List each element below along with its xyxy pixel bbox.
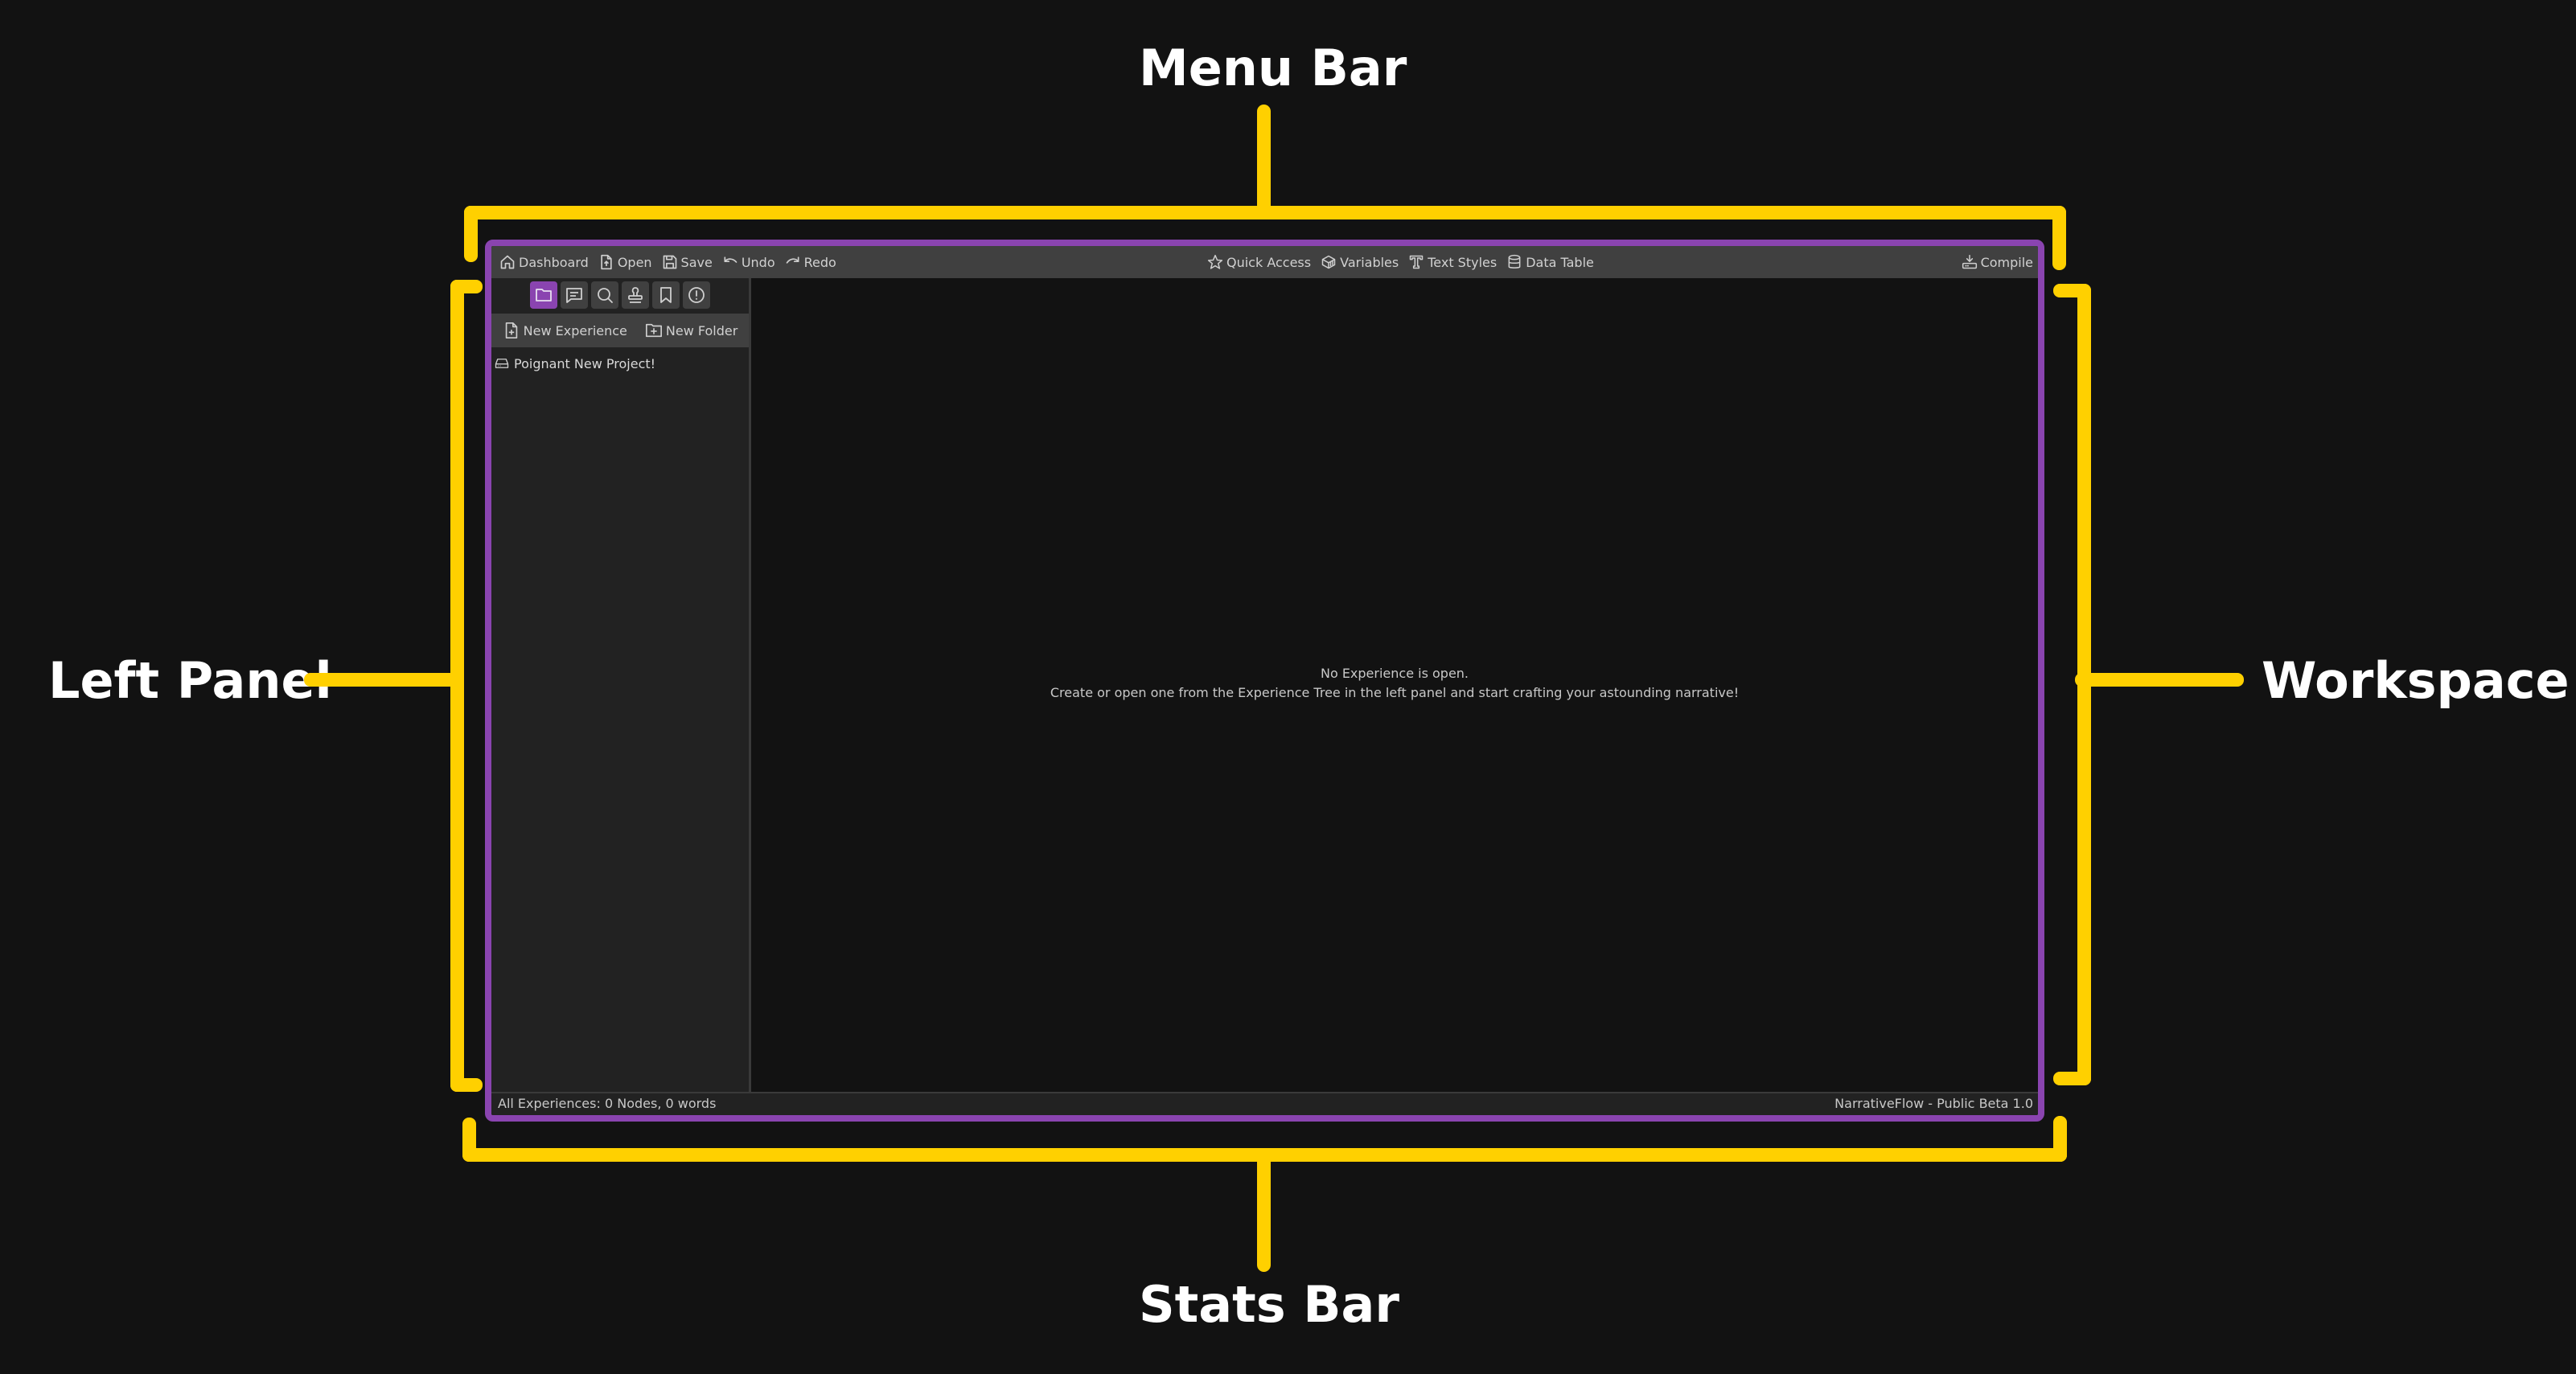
text-style-icon — [1408, 254, 1424, 270]
app-version: NarrativeFlow - Public Beta 1.0 — [1834, 1096, 2033, 1111]
annotation-left-panel-bracket-top — [450, 280, 483, 293]
download-icon — [1962, 254, 1978, 270]
tree-item-label: Poignant New Project! — [514, 355, 656, 371]
stats-bar: All Experiences: 0 Nodes, 0 words Narrat… — [491, 1092, 2038, 1115]
annotation-left-panel-stem — [304, 673, 457, 687]
annotation-stats-bar-label: Stats Bar — [1139, 1275, 1399, 1334]
redo-icon — [785, 254, 801, 270]
file-upload-icon — [598, 254, 614, 270]
menu-bar-center-group: Quick Access Variables Text Styles Data … — [1207, 246, 1604, 278]
data-table-button[interactable]: Data Table — [1506, 254, 1594, 270]
annotation-workspace-bracket-vertical — [2077, 284, 2091, 1085]
open-label: Open — [617, 254, 652, 270]
empty-state-message: Create or open one from the Experience T… — [1050, 685, 1740, 700]
annotation-left-panel-label: Left Panel — [48, 651, 332, 710]
file-plus-icon — [503, 322, 520, 339]
redo-button[interactable]: Redo — [785, 254, 836, 270]
folder-plus-icon — [645, 322, 663, 339]
info-icon — [687, 285, 706, 305]
left-panel-action-row: New Experience New Folder — [491, 314, 749, 347]
stats-summary: All Experiences: 0 Nodes, 0 words — [498, 1096, 717, 1111]
tab-bookmarks[interactable] — [652, 281, 680, 309]
new-experience-button[interactable]: New Experience — [503, 322, 627, 339]
tab-search[interactable] — [591, 281, 618, 309]
dashboard-label: Dashboard — [519, 254, 589, 270]
save-icon — [662, 254, 678, 270]
tab-notes[interactable] — [561, 281, 588, 309]
app-window: Dashboard Open Save Undo — [485, 240, 2044, 1122]
compile-button[interactable]: Compile — [1962, 254, 2033, 270]
menu-bar-right-group: Compile — [1962, 246, 2038, 278]
database-icon — [1506, 254, 1522, 270]
text-styles-label: Text Styles — [1428, 254, 1498, 270]
annotation-menu-bar-bracket-left — [464, 206, 478, 262]
annotation-workspace-label: Workspace — [2262, 651, 2570, 710]
tab-info[interactable] — [683, 281, 710, 309]
workspace-empty-state: No Experience is open. Create or open on… — [751, 664, 2038, 703]
annotation-menu-bar-bracket-top — [464, 206, 2066, 219]
bookmark-icon — [656, 285, 676, 305]
compile-label: Compile — [1980, 254, 2033, 270]
redo-label: Redo — [803, 254, 836, 270]
annotation-left-panel-bracket-vertical — [450, 280, 464, 1092]
annotation-menu-bar-stem — [1257, 105, 1271, 212]
experience-tree: Poignant New Project! — [495, 352, 749, 375]
save-button[interactable]: Save — [662, 254, 713, 270]
search-icon — [595, 285, 614, 305]
variables-label: Variables — [1340, 254, 1399, 270]
tab-experience-tree[interactable] — [530, 281, 557, 309]
data-table-label: Data Table — [1526, 254, 1594, 270]
left-panel: New Experience New Folder Poignant New P… — [491, 278, 751, 1093]
save-label: Save — [680, 254, 713, 270]
left-panel-tab-row — [491, 278, 749, 312]
workspace: No Experience is open. Create or open on… — [751, 278, 2038, 1093]
undo-label: Undo — [741, 254, 775, 270]
undo-button[interactable]: Undo — [722, 254, 775, 270]
empty-state-title: No Experience is open. — [1320, 666, 1469, 681]
quick-access-label: Quick Access — [1226, 254, 1312, 270]
annotation-workspace-stem — [2075, 673, 2244, 687]
menu-bar-left-group: Dashboard Open Save Undo — [499, 246, 846, 278]
annotation-menu-bar-label: Menu Bar — [1139, 39, 1407, 97]
menu-bar: Dashboard Open Save Undo — [491, 246, 2038, 278]
cube-icon — [1321, 254, 1337, 270]
annotation-left-panel-bracket-bottom — [450, 1078, 483, 1092]
variables-button[interactable]: Variables — [1321, 254, 1399, 270]
open-button[interactable]: Open — [598, 254, 652, 270]
annotation-workspace-bracket-top — [2053, 284, 2091, 297]
dashboard-button[interactable]: Dashboard — [499, 254, 589, 270]
drive-icon — [495, 356, 509, 371]
annotation-menu-bar-bracket-right — [2052, 206, 2066, 270]
home-icon — [499, 254, 516, 270]
folder-icon — [534, 285, 553, 305]
undo-icon — [722, 254, 738, 270]
annotation-stats-bar-bracket-left — [462, 1118, 476, 1162]
star-icon — [1207, 254, 1223, 270]
annotation-stats-bar-stem — [1257, 1151, 1271, 1272]
stamp-icon — [626, 285, 645, 305]
quick-access-button[interactable]: Quick Access — [1207, 254, 1311, 270]
annotation-workspace-bracket-bottom — [2053, 1072, 2091, 1085]
new-folder-button[interactable]: New Folder — [645, 322, 737, 339]
annotation-stats-bar-bracket-right — [2053, 1116, 2067, 1162]
message-icon — [565, 285, 584, 305]
new-folder-label: New Folder — [665, 322, 738, 338]
new-experience-label: New Experience — [523, 322, 627, 338]
tree-item-project[interactable]: Poignant New Project! — [495, 352, 749, 375]
tab-stamp[interactable] — [622, 281, 649, 309]
text-styles-button[interactable]: Text Styles — [1408, 254, 1497, 270]
